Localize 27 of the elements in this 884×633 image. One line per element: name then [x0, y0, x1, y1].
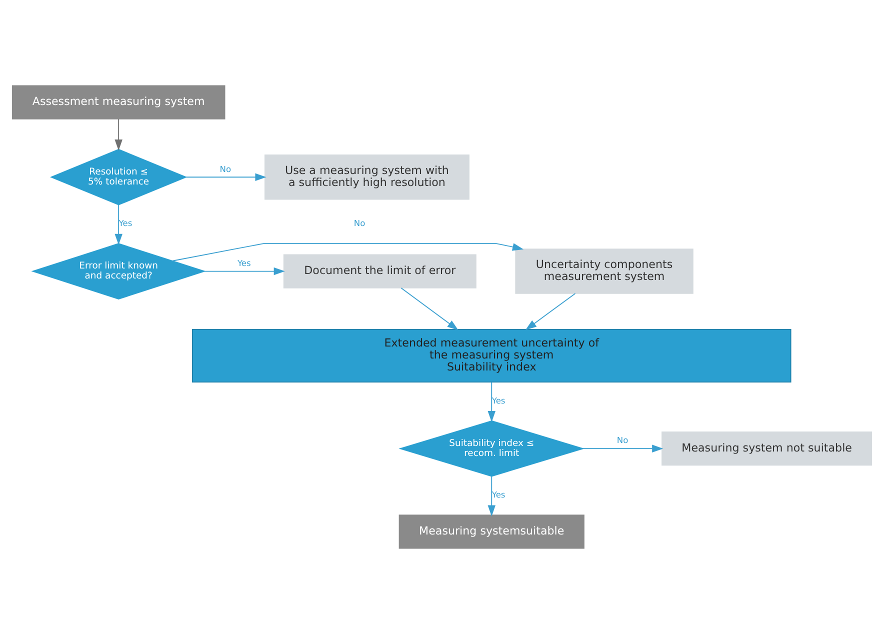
node-box: Document the limit of error — [283, 254, 476, 288]
edge-label: No — [616, 434, 628, 445]
arrow — [525, 292, 576, 330]
edge-label: Yes — [492, 395, 506, 406]
arrow — [488, 381, 496, 422]
node-box: Uncertainty components measurement system — [515, 248, 694, 294]
node-box: Measuring system not suitable — [662, 431, 872, 466]
node-box: Measuring systemsuitable — [398, 514, 584, 548]
edge-label: No — [354, 218, 366, 228]
node-box: Extended measurement uncertainty of the measuring system Suitability index — [192, 328, 792, 382]
arrow — [172, 242, 524, 261]
arrow — [186, 172, 266, 180]
node-diamond: Resolution ≤ 5% tolerance — [50, 148, 188, 205]
arrow — [488, 476, 496, 516]
arrow — [114, 204, 122, 244]
node-diamond: Suitability index ≤ recom. limit — [398, 420, 585, 476]
node-box: Use a measuring system with a sufficiently high resolution — [264, 154, 470, 200]
node-diamond: Error limit known and accepted? — [31, 242, 206, 299]
edge-label: Yes — [118, 218, 132, 228]
edge-label: Yes — [237, 257, 251, 268]
arrow — [114, 118, 122, 150]
edge-label: No — [220, 163, 232, 174]
edge-label: Yes — [492, 489, 506, 500]
node-box: Assessment measuring system — [12, 84, 226, 119]
arrow — [582, 444, 664, 452]
arrow — [400, 286, 458, 330]
arrow — [204, 266, 285, 275]
